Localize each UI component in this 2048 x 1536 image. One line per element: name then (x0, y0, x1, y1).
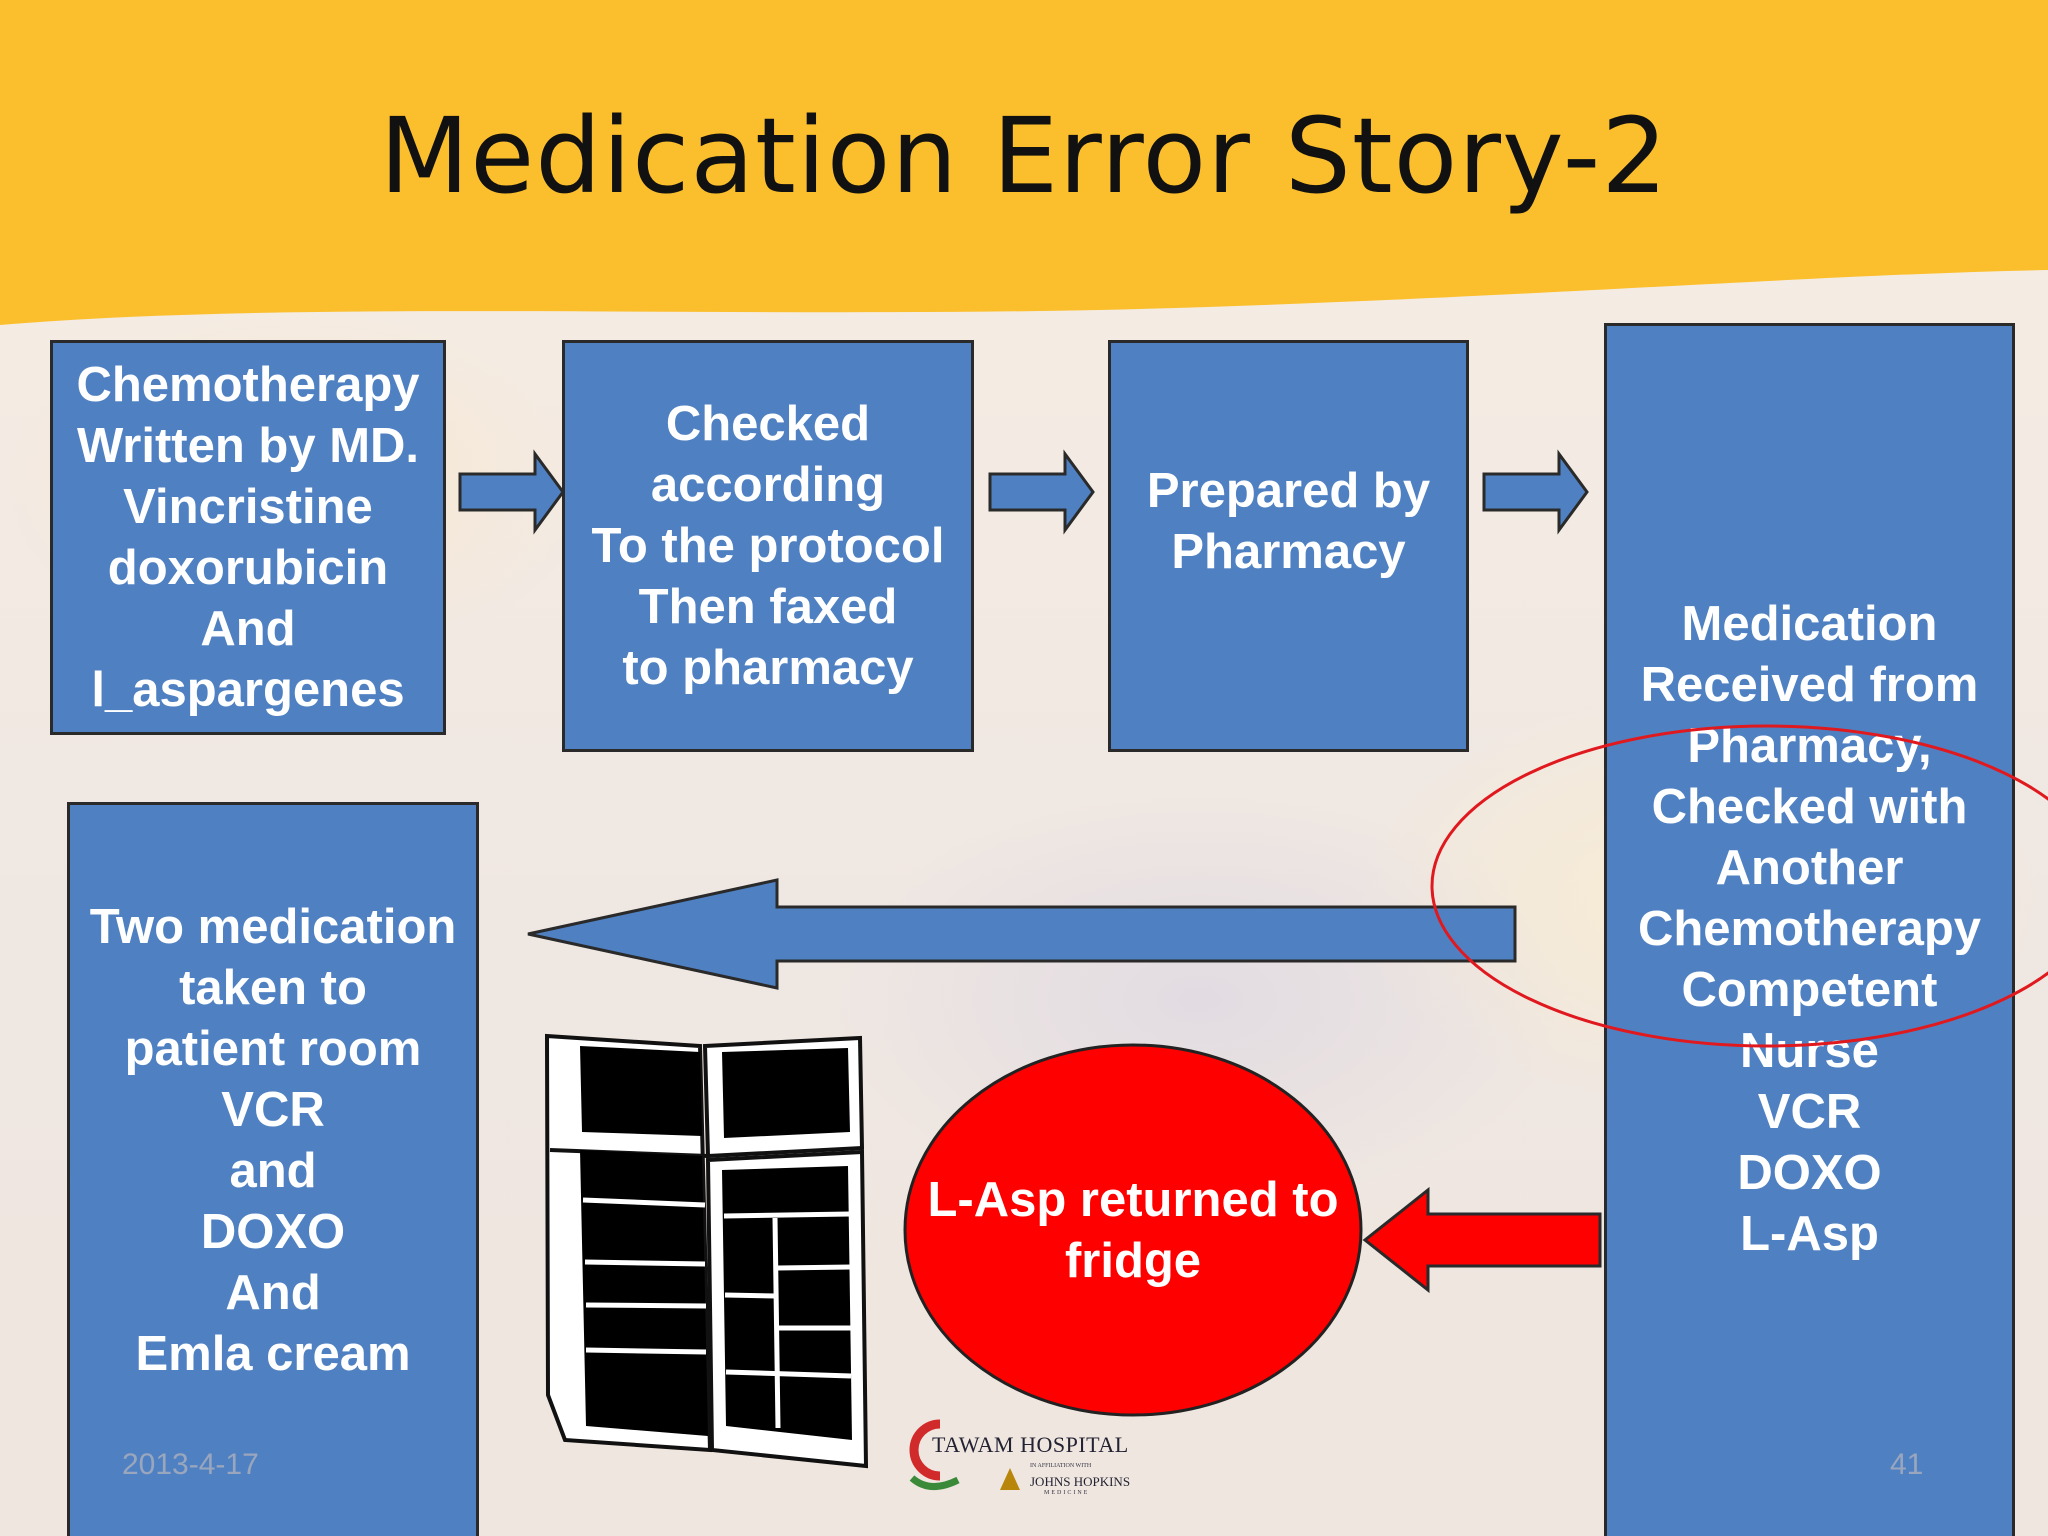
logo-name: TAWAM HOSPITAL (932, 1432, 1129, 1457)
returned-to-fridge-text: L-Asp returned to fridge (927, 1173, 1339, 1288)
step-written-by-md: Chemotherapy Written by MD. Vincristine … (50, 340, 446, 735)
returned-to-fridge-node (903, 1043, 1363, 1417)
slide-date: 2013-4-17 (122, 1448, 259, 1481)
slide-title: Medication Error Story-2 (379, 95, 1669, 217)
arrow-right-3 (1482, 449, 1589, 535)
logo-partner-sub: MEDICINE (1044, 1490, 1090, 1496)
step-checked-protocol: Checked according To the protocol Then f… (562, 340, 974, 752)
highlight-circle (1430, 724, 2048, 1048)
slide-number: 41 (1890, 1448, 1924, 1481)
logo-partner: JOHNS HOPKINS (1030, 1474, 1131, 1489)
tawam-hospital-logo-icon (909, 1419, 1020, 1490)
step-prepared-by-pharmacy: Prepared by Pharmacy (1108, 340, 1469, 752)
arrow-right-1 (458, 449, 565, 535)
step-medication-received (1604, 323, 2015, 1536)
title-banner (0, 0, 2048, 325)
fridge-icon (544, 1033, 869, 1469)
logo-affiliation: IN AFFILIATION WITH (1030, 1463, 1092, 1469)
step-taken-to-patient-room: Two medication taken to patient room VCR… (67, 802, 479, 1536)
arrow-left-red (1362, 1186, 1602, 1294)
arrow-right-2 (988, 449, 1095, 535)
arrow-left-long (527, 878, 1517, 990)
